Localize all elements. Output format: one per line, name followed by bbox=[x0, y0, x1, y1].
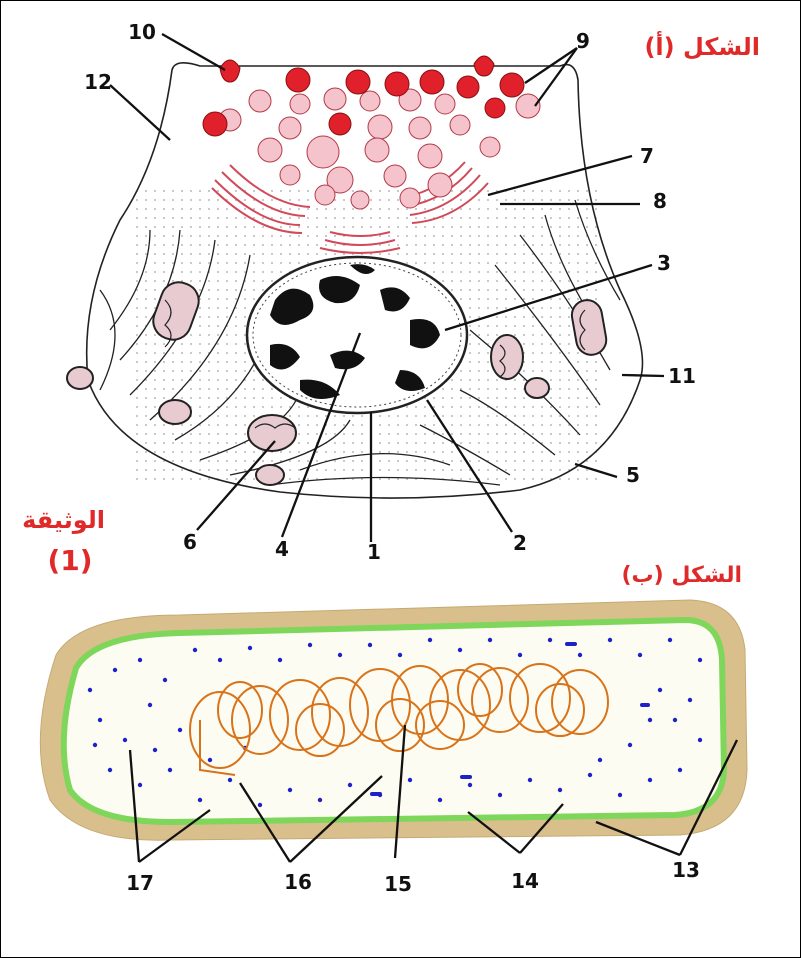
document-word: الوثيقة bbox=[22, 506, 105, 534]
label-16: 16 bbox=[284, 870, 312, 894]
label-13: 13 bbox=[672, 858, 700, 882]
label-7: 7 bbox=[640, 144, 654, 168]
plasma-membrane bbox=[64, 620, 724, 822]
label-12: 12 bbox=[84, 70, 112, 94]
label-17: 17 bbox=[126, 871, 154, 895]
label-1: 1 bbox=[367, 540, 381, 564]
figure-b-title: الشكل (ب) bbox=[622, 563, 743, 588]
figure-a-title: الشكل (أ) bbox=[644, 31, 760, 61]
nucleus bbox=[247, 257, 467, 413]
bacterium bbox=[40, 600, 747, 840]
label-10: 10 bbox=[128, 20, 156, 44]
label-5: 5 bbox=[626, 463, 640, 487]
label-6: 6 bbox=[183, 530, 197, 554]
label-9: 9 bbox=[576, 29, 590, 53]
label-8: 8 bbox=[653, 189, 667, 213]
label-15: 15 bbox=[384, 872, 412, 896]
label-3: 3 bbox=[657, 251, 671, 275]
label-11: 11 bbox=[668, 364, 696, 388]
label-2: 2 bbox=[513, 531, 527, 555]
label-4: 4 bbox=[275, 537, 289, 561]
label-14: 14 bbox=[511, 869, 539, 893]
document-number: (1) bbox=[47, 544, 92, 577]
